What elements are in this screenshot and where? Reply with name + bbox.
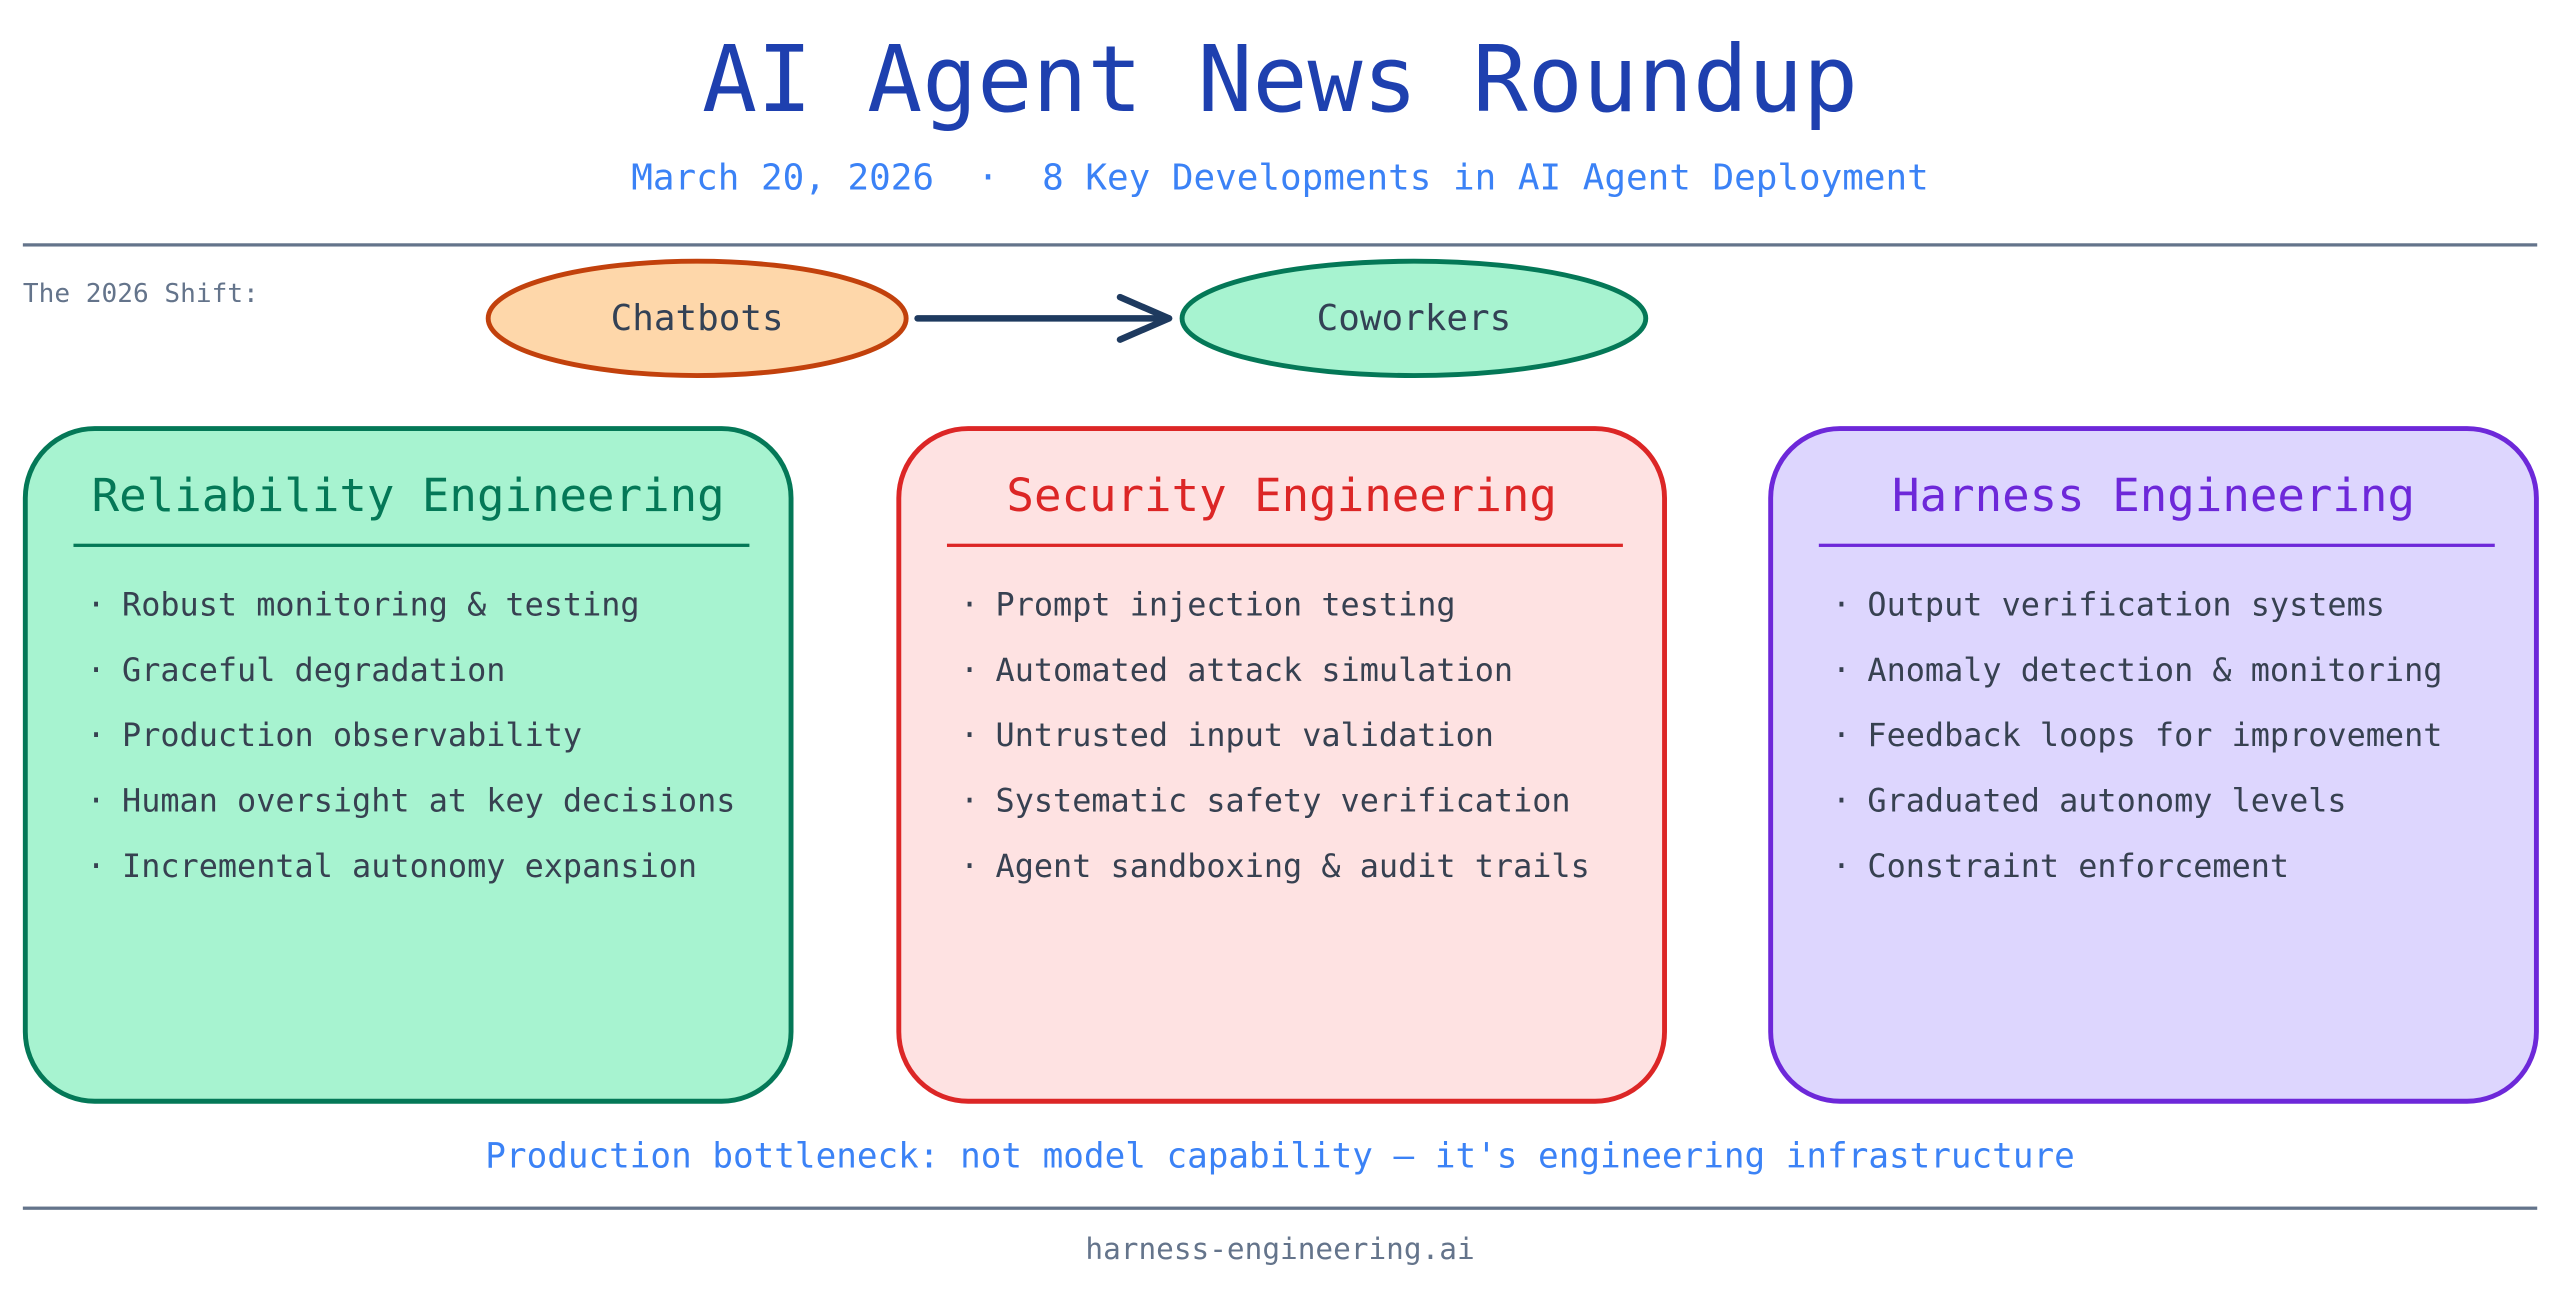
list-item: ·Output verification systems <box>1831 586 2385 624</box>
card-security-engineering: Security Engineering ·Prompt injection t… <box>896 426 1667 1104</box>
list-item: ·Robust monitoring & testing <box>86 586 640 624</box>
arrow-head-icon <box>1116 293 1173 343</box>
list-item: ·Production observability <box>86 716 583 755</box>
list-item: ·Feedback loops for improvement <box>1831 716 2443 755</box>
list-item: ·Constraint enforcement <box>1831 847 2290 885</box>
list-item: ·Prompt injection testing <box>960 586 1456 624</box>
list-item: ·Human oversight at key decisions <box>86 782 736 820</box>
card-divider <box>946 543 1623 547</box>
coworkers-node <box>1179 258 1649 378</box>
list-item: ·Incremental autonomy expansion <box>86 847 698 885</box>
list-item: ·Graceful degradation <box>86 651 506 689</box>
bottom-divider <box>22 1206 2538 1210</box>
page-title: AI Agent News Roundup <box>702 27 1859 134</box>
shift-label: The 2026 Shift: <box>22 277 259 309</box>
bottleneck-note: Production bottleneck: not model capabil… <box>485 1136 2075 1176</box>
card-title: Security Engineering <box>1006 468 1557 523</box>
coworkers-label: Coworkers <box>1317 298 1512 339</box>
list-item: ·Graduated autonomy levels <box>1831 782 2347 820</box>
list-item: ·Systematic safety verification <box>960 782 1571 820</box>
shift-diagram: Chatbots Coworkers <box>485 258 1649 378</box>
list-item: ·Automated attack simulation <box>960 651 1514 689</box>
card-divider <box>73 543 750 547</box>
top-divider <box>22 243 2538 247</box>
list-item: ·Anomaly detection & monitoring <box>1831 651 2443 689</box>
card-title: Reliability Engineering <box>91 468 725 523</box>
list-item: ·Untrusted input validation <box>960 716 1494 755</box>
card-harness-engineering: Harness Engineering ·Output verification… <box>1768 426 2539 1104</box>
chatbots-label: Chatbots <box>611 298 784 339</box>
footer-site: harness-engineering.ai <box>1085 1232 1475 1267</box>
card-divider <box>1818 543 2495 547</box>
page-subtitle: March 20, 2026 · 8 Key Developments in A… <box>631 158 1929 200</box>
chatbots-node <box>485 258 909 378</box>
card-reliability-engineering: Reliability Engineering ·Robust monitori… <box>22 426 794 1104</box>
list-item: ·Agent sandboxing & audit trails <box>960 847 1590 885</box>
card-title: Harness Engineering <box>1892 468 2415 523</box>
